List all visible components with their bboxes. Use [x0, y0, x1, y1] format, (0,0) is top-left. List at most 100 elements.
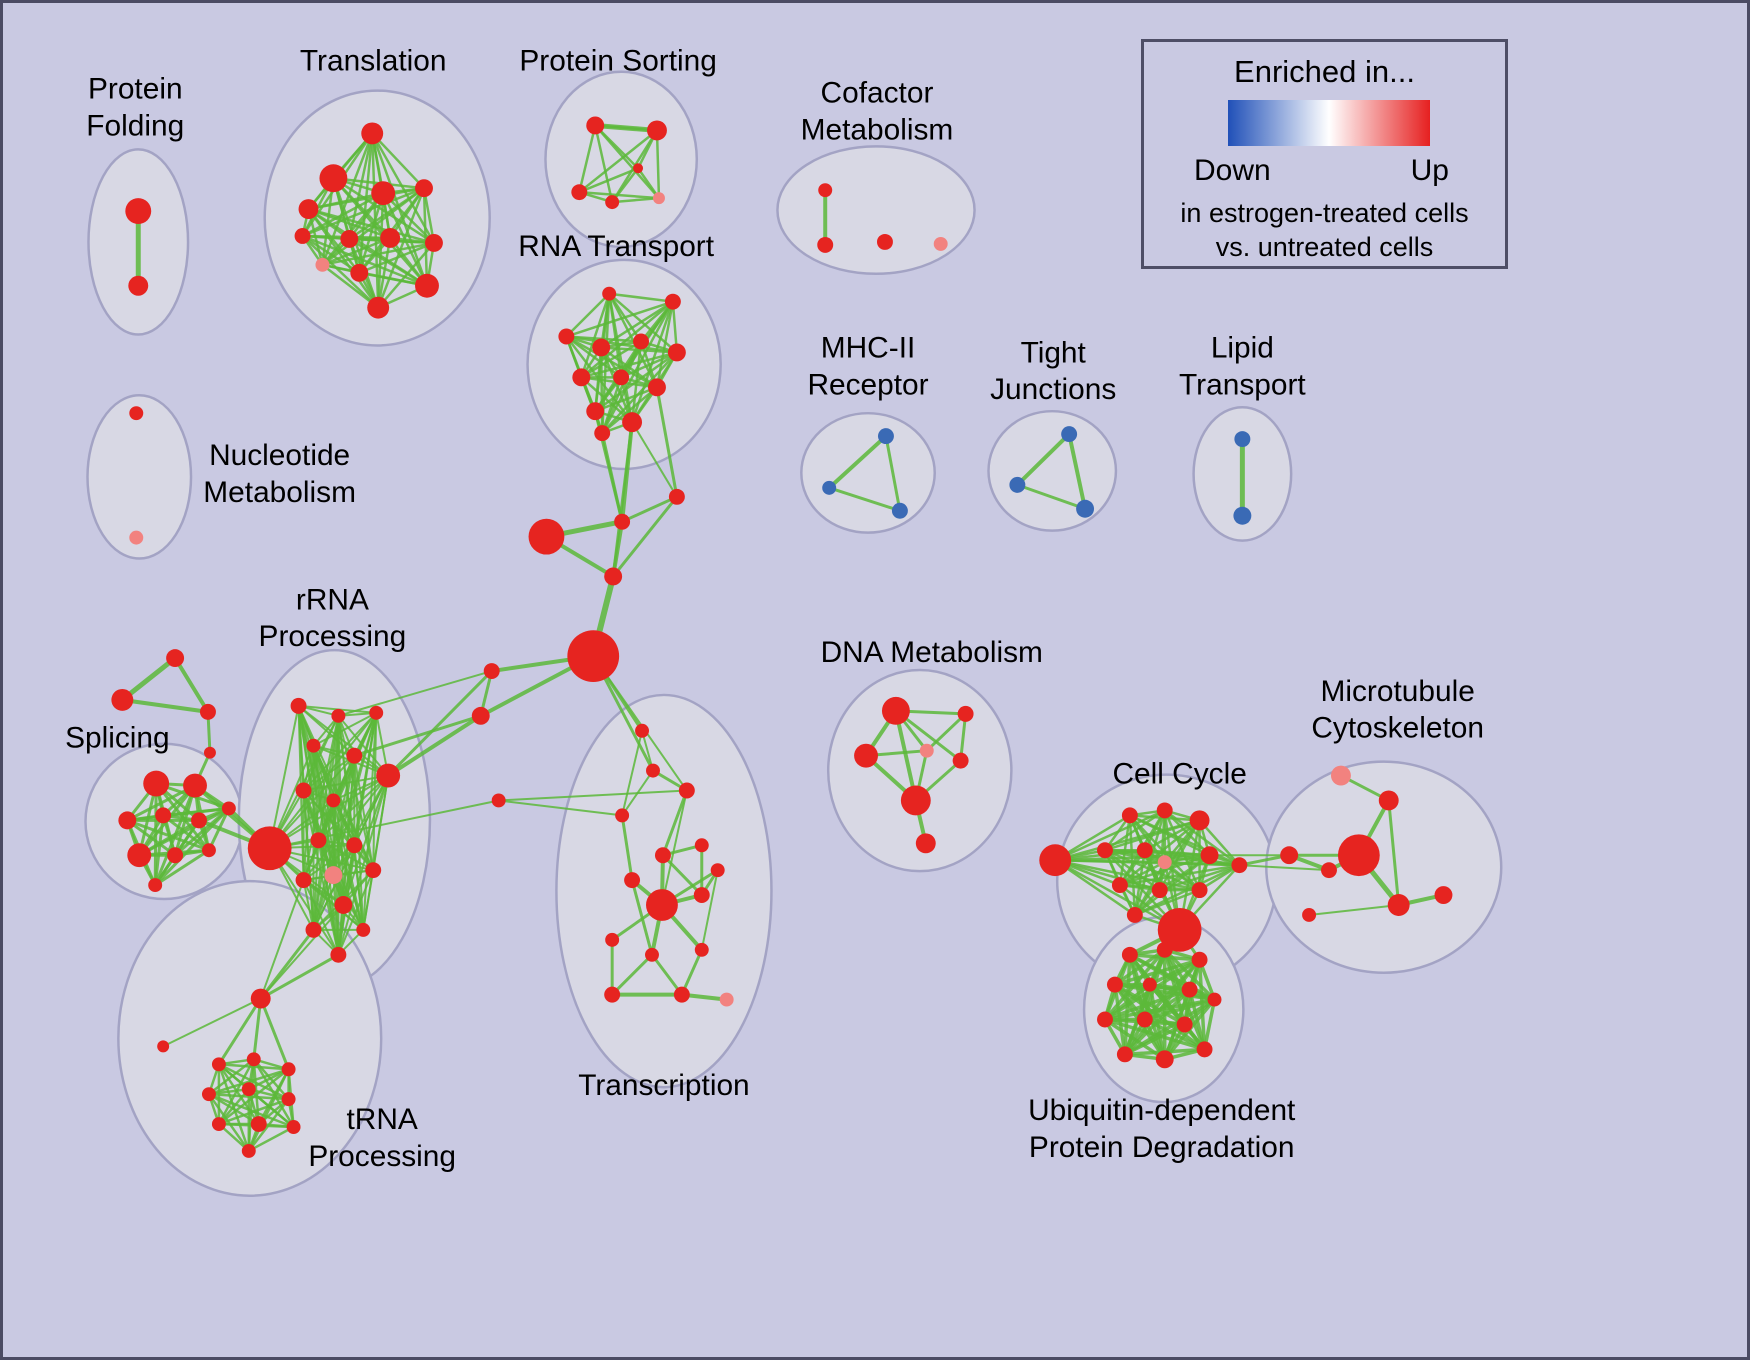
network-node-cf4	[933, 236, 948, 251]
network-edge	[1118, 860, 1166, 887]
network-node-mh1	[877, 428, 894, 445]
legend-caption-line2: vs. untreated cells	[1215, 232, 1434, 262]
network-edge	[370, 132, 426, 190]
network-node-tr6	[294, 228, 311, 244]
network-edge	[1053, 858, 1181, 932]
network-node-mc3	[1280, 846, 1299, 865]
network-edge	[321, 236, 392, 267]
network-node-ub5	[1142, 977, 1157, 992]
network-edge	[1015, 483, 1087, 511]
network-node-tr5	[415, 179, 433, 198]
network-node-sp1	[143, 770, 170, 797]
network-node-cf1	[818, 183, 833, 198]
network-edge	[1103, 849, 1161, 892]
network-edge	[1143, 987, 1192, 1022]
network-node-lt2	[1233, 506, 1252, 525]
network-node-rt10	[586, 402, 605, 421]
network-edge	[247, 1125, 295, 1153]
network-node-rr1	[290, 697, 307, 714]
network-node-tn12	[241, 1143, 256, 1158]
network-edge	[650, 953, 684, 997]
network-node-rr15	[334, 896, 353, 914]
network-node-tx12	[645, 947, 659, 962]
network-edge	[302, 774, 390, 792]
network-node-rt1	[602, 286, 617, 301]
network-node-rt12	[594, 425, 611, 442]
network-node-ub11	[1116, 1046, 1133, 1063]
network-edge	[259, 928, 315, 1001]
network-node-sp10	[221, 801, 236, 816]
network-edge	[1103, 997, 1217, 1022]
network-node-rt6	[667, 343, 686, 362]
network-node-tn1	[250, 988, 271, 1009]
network-edge	[137, 806, 231, 857]
network-node-sp7	[167, 847, 184, 864]
cluster-label-rna-transport: RNA Transport	[518, 230, 715, 263]
network-node-tn2	[157, 1040, 170, 1053]
legend-caption-line1: in estrogen-treated cells	[1180, 198, 1469, 228]
network-edge	[827, 486, 902, 513]
network-node-tn11	[286, 1120, 301, 1134]
network-node-tx11	[605, 932, 620, 947]
network-node-cf3	[876, 233, 893, 250]
network-edge	[610, 196, 661, 204]
network-node-tn3	[211, 1057, 226, 1072]
network-edge	[217, 997, 263, 1066]
network-edge	[321, 132, 374, 267]
network-edge	[161, 813, 211, 852]
network-node-tx13	[694, 942, 709, 957]
network-node-rr17	[356, 922, 371, 937]
network-edge	[599, 346, 604, 435]
network-node-rr3	[369, 705, 384, 720]
network-edge	[247, 1087, 295, 1129]
network-edge	[620, 495, 679, 524]
network-edge	[337, 714, 390, 777]
network-node-g4	[203, 746, 216, 759]
network-edge	[321, 241, 436, 267]
network-edge	[827, 434, 888, 490]
network-edge	[600, 431, 624, 524]
network-node-tr11	[350, 263, 369, 282]
network-edge	[301, 234, 361, 275]
network-edge	[153, 806, 231, 887]
network-node-h3	[668, 488, 685, 505]
network-edge	[607, 292, 634, 424]
network-node-tx3	[678, 782, 695, 799]
network-edge	[655, 385, 679, 499]
network-edge	[302, 879, 365, 931]
network-edge	[362, 869, 375, 931]
network-edge	[884, 434, 902, 513]
network-node-mc2	[1378, 790, 1399, 811]
network-node-ps4	[605, 195, 620, 210]
network-edge	[1053, 858, 1137, 917]
network-node-tx2	[646, 763, 660, 778]
network-node-rr2	[331, 708, 346, 723]
network-edge	[1067, 432, 1088, 511]
network-edge	[358, 241, 436, 275]
network-node-tn6	[201, 1087, 216, 1102]
network-edge	[593, 124, 640, 170]
network-node-cc3	[1156, 802, 1173, 819]
network-node-rt7	[572, 368, 591, 387]
network-node-rr5	[346, 747, 363, 764]
network-edge	[353, 754, 375, 872]
network-edge	[655, 129, 661, 200]
network-node-rr8	[326, 793, 341, 808]
network-edge	[207, 1068, 290, 1096]
network-edge	[317, 839, 375, 872]
network-edge	[422, 186, 436, 245]
network-edge	[376, 241, 436, 309]
network-edge	[207, 1058, 255, 1096]
cluster-ellipse-mhc-ii-receptor	[800, 411, 936, 534]
cluster-label-dna-metabolism: DNA Metabolism	[821, 636, 1043, 669]
network-node-tj1	[1061, 426, 1078, 443]
network-node-tn5	[281, 1062, 296, 1077]
network-edge	[1143, 819, 1201, 852]
network-node-ub9	[1136, 1011, 1153, 1028]
network-node-g1	[166, 649, 185, 668]
network-edge	[120, 697, 210, 714]
